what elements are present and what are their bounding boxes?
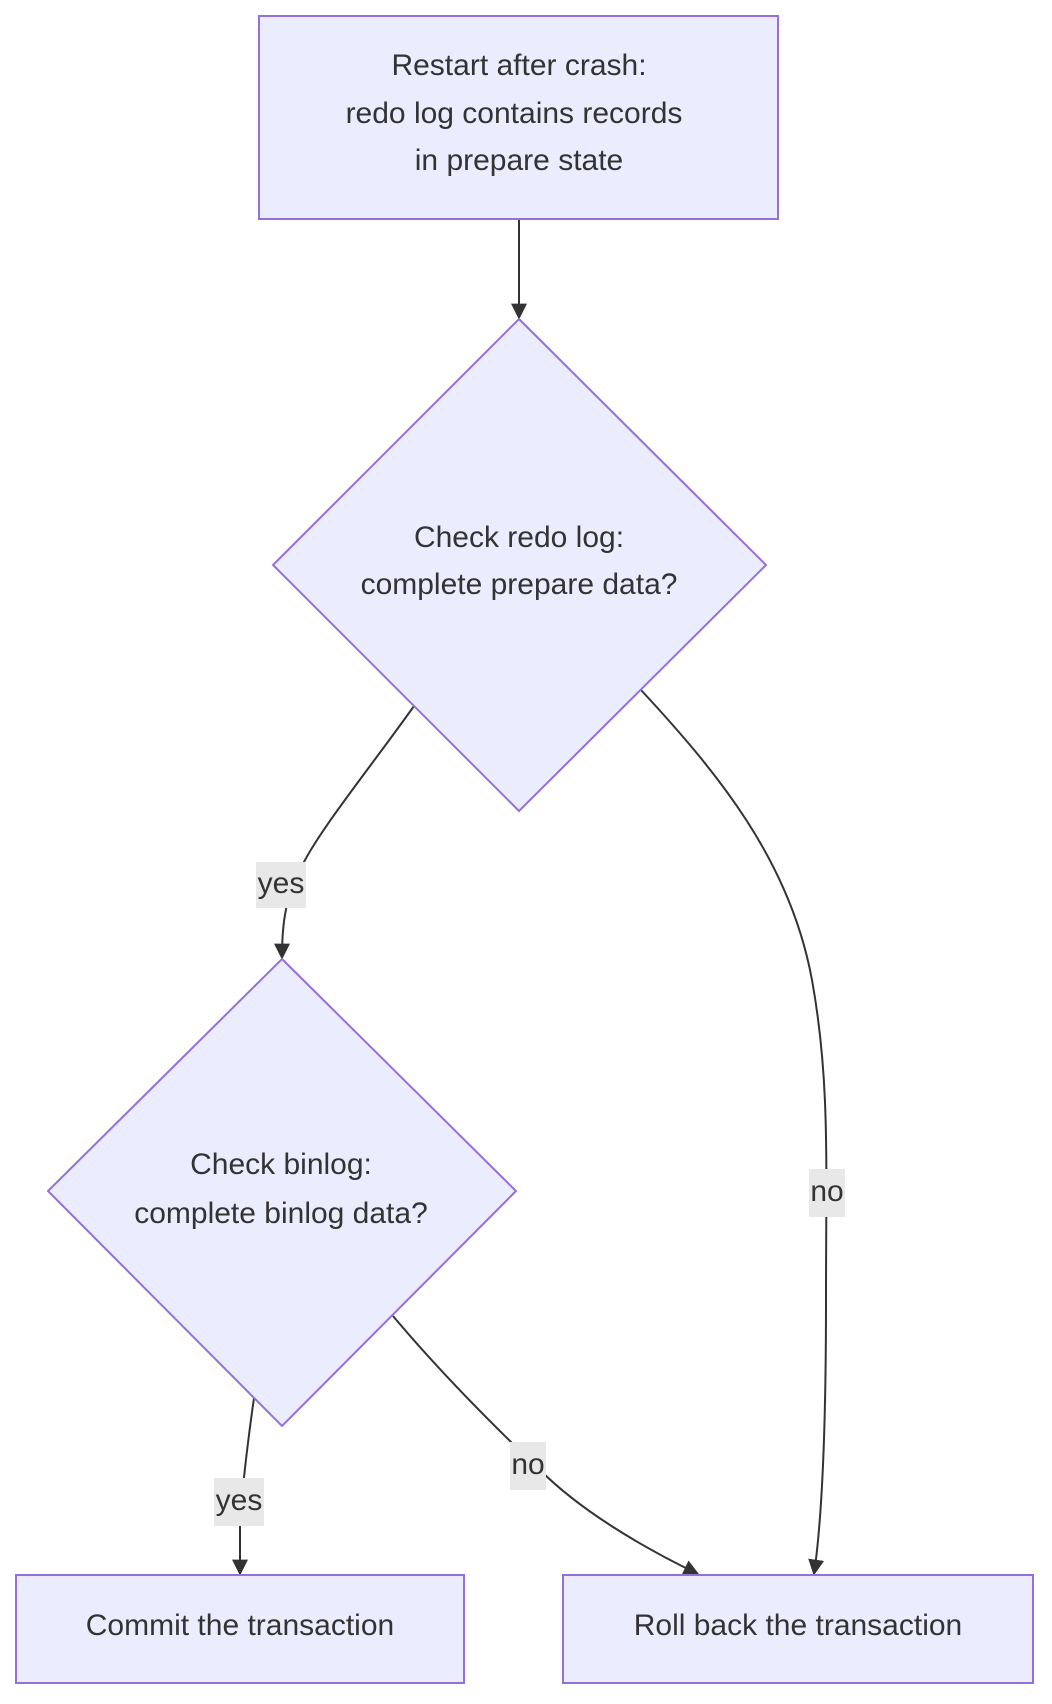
edge-label-binlog-yes-text: yes <box>216 1484 263 1517</box>
edge-label-redo-yes-text: yes <box>258 867 305 900</box>
check-binlog-line-1: Check binlog: <box>190 1148 372 1181</box>
commit-node-label: Commit the transaction <box>86 1609 394 1642</box>
edge-label-redo-no-text: no <box>810 1175 843 1208</box>
start-node-line-3: in prepare state <box>415 144 623 177</box>
edge-label-redo-yes: yes <box>256 862 306 908</box>
start-node-line-1: Restart after crash: <box>391 49 646 82</box>
start-node: Restart after crash: redo log contains r… <box>258 15 779 220</box>
edge-label-binlog-no-text: no <box>511 1448 544 1481</box>
start-node-line-2: redo log contains records <box>346 97 683 130</box>
check-redo-decision: Check redo log: complete prepare data? <box>271 317 768 813</box>
rollback-node-label: Roll back the transaction <box>634 1609 963 1642</box>
commit-node: Commit the transaction <box>15 1574 465 1684</box>
edge-label-redo-no: no <box>809 1169 845 1217</box>
check-redo-line-2: complete prepare data? <box>361 568 678 601</box>
check-binlog-line-2: complete binlog data? <box>134 1197 428 1230</box>
rollback-node: Roll back the transaction <box>562 1574 1034 1684</box>
edge-label-binlog-no: no <box>510 1442 546 1490</box>
check-binlog-decision: Check binlog: complete binlog data? <box>46 957 518 1428</box>
edge-check-redo-no <box>640 689 828 1576</box>
edge-check-redo-yes <box>274 705 415 960</box>
edge-label-binlog-yes: yes <box>214 1478 264 1526</box>
check-redo-line-1: Check redo log: <box>414 521 624 554</box>
